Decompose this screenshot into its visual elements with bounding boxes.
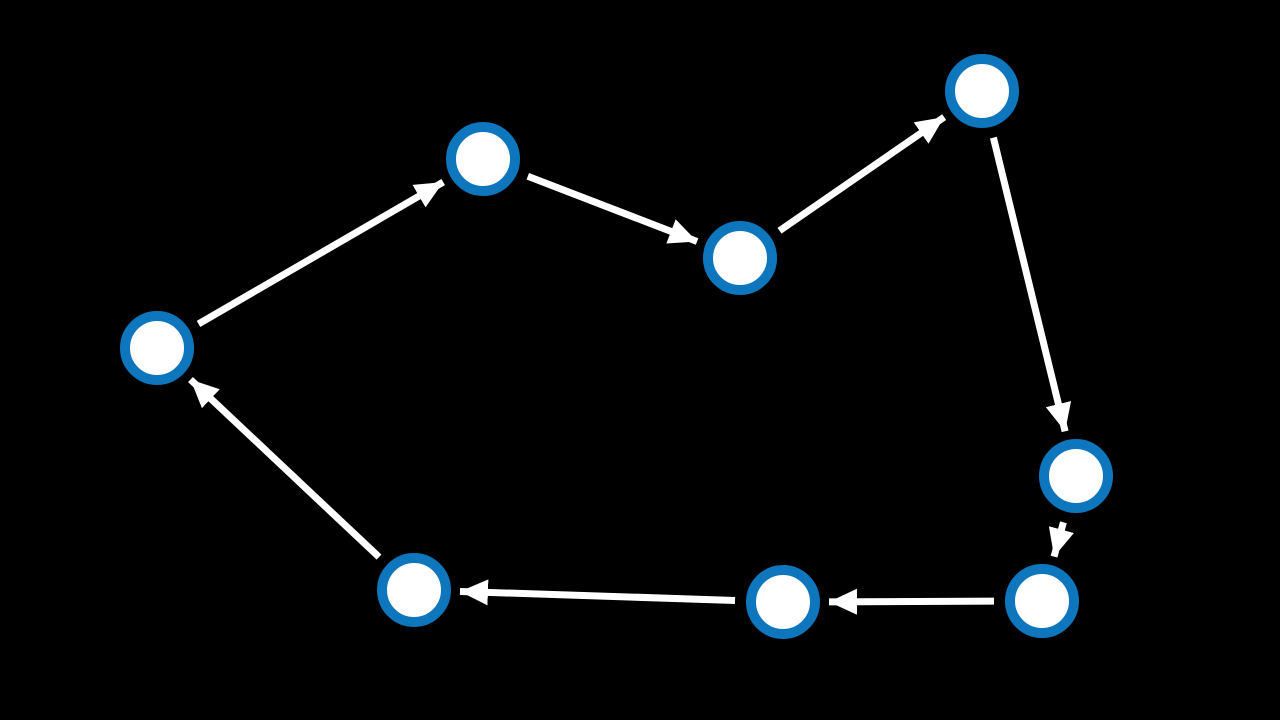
graph-edge-arrow <box>777 114 947 234</box>
node-upper-left <box>446 122 520 196</box>
graph-edge-arrow <box>989 136 1072 433</box>
graph-edge-arrow <box>196 179 445 327</box>
node-right <box>1039 439 1113 513</box>
node-left <box>120 311 194 385</box>
graph-edge-arrow <box>526 172 699 245</box>
node-bottom-right <box>1005 564 1079 638</box>
graph-edge-arrow <box>828 588 995 615</box>
node-bottom-middle <box>746 565 820 639</box>
node-top-right <box>945 54 1019 128</box>
graph-edge-arrow <box>459 579 736 606</box>
graph-edge-arrow <box>1048 521 1074 558</box>
node-bottom-left <box>377 553 451 627</box>
graph-edge-arrow <box>188 376 382 560</box>
node-middle-top <box>703 221 777 295</box>
